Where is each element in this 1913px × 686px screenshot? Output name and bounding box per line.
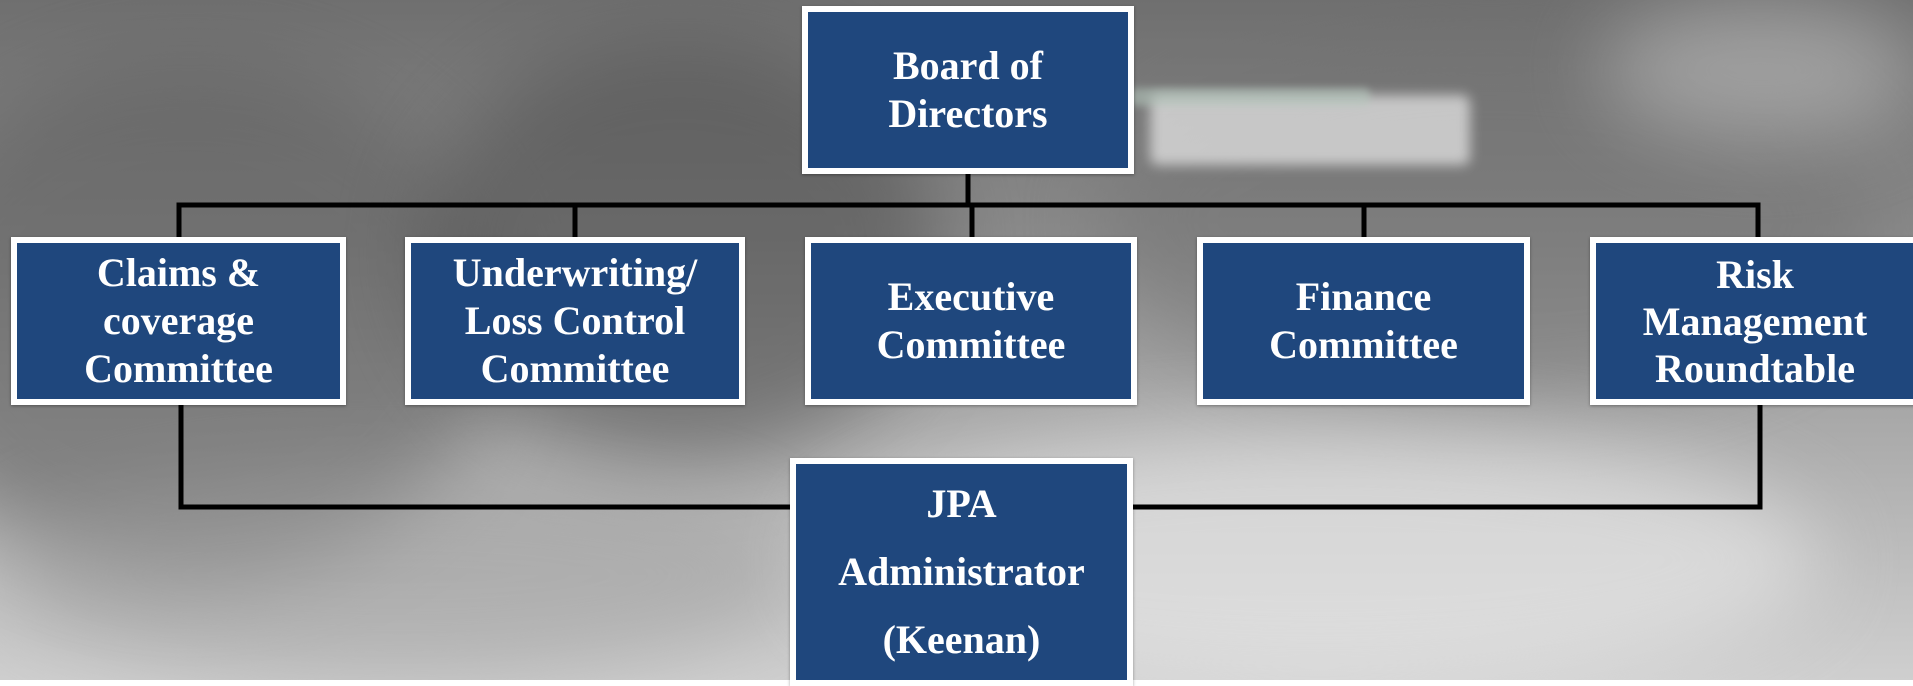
- claims-coverage-committee-label: Claims & coverage Committee: [84, 250, 273, 391]
- risk-management-roundtable-box: Risk Management Roundtable: [1590, 237, 1913, 405]
- executive-committee-box: Executive Committee: [805, 237, 1137, 405]
- finance-committee-label: Finance Committee: [1269, 274, 1458, 367]
- board-of-directors-label: Board of Directors: [888, 43, 1048, 136]
- jpa-administrator-label: JPA Administrator (Keenan): [838, 481, 1085, 662]
- underwriting-loss-control-committee-label: Underwriting/ Loss Control Committee: [452, 250, 698, 391]
- executive-committee-label: Executive Committee: [876, 274, 1066, 367]
- board-of-directors-box: Board of Directors: [802, 6, 1134, 174]
- jpa-administrator-box: JPA Administrator (Keenan): [790, 458, 1133, 686]
- finance-committee-box: Finance Committee: [1197, 237, 1530, 405]
- claims-coverage-committee-box: Claims & coverage Committee: [11, 237, 346, 405]
- underwriting-loss-control-committee-box: Underwriting/ Loss Control Committee: [405, 237, 745, 405]
- risk-management-roundtable-label: Risk Management Roundtable: [1642, 251, 1868, 391]
